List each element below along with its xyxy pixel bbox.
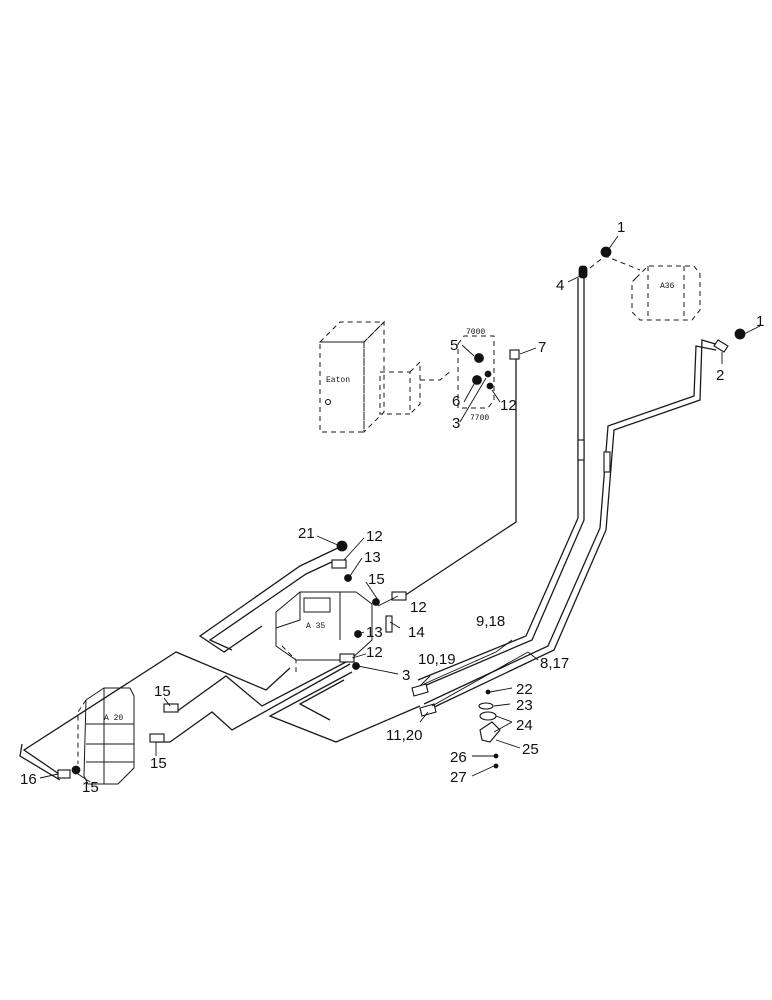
fitting-15-c bbox=[149, 733, 165, 743]
callout-23: 23 bbox=[516, 697, 533, 714]
callout-15: 15 bbox=[154, 683, 171, 700]
bracket-25 bbox=[479, 721, 501, 743]
callout-13: 13 bbox=[364, 549, 381, 566]
callout-11-20: 11,20 bbox=[386, 727, 422, 744]
fitting-15-d bbox=[71, 765, 81, 775]
callout-5: 5 bbox=[450, 337, 458, 354]
callout-22: 22 bbox=[516, 681, 533, 698]
callout-15: 15 bbox=[82, 779, 99, 796]
callout-21: 21 bbox=[298, 525, 315, 542]
valve-a35: A 35 bbox=[275, 591, 373, 672]
valve-a20-label: A 20 bbox=[104, 714, 123, 723]
eaton-label: Eaton bbox=[326, 376, 350, 385]
callout-12: 12 bbox=[366, 644, 383, 661]
leader-lines bbox=[39, 235, 761, 783]
fitting-2 bbox=[713, 339, 729, 353]
callout-13: 13 bbox=[366, 624, 383, 641]
port-7700-label: 7700 bbox=[470, 414, 489, 423]
screw-22 bbox=[485, 689, 491, 695]
callout-2: 2 bbox=[716, 367, 724, 384]
callout-6: 6 bbox=[452, 393, 460, 410]
fitting-7 bbox=[509, 349, 520, 360]
coupling-upper-left bbox=[577, 439, 585, 461]
fitting-5 bbox=[474, 353, 484, 363]
callout-1: 1 bbox=[756, 313, 764, 330]
clamp-24 bbox=[479, 711, 497, 721]
callout-15: 15 bbox=[150, 755, 167, 772]
callout-16: 16 bbox=[20, 771, 37, 788]
fitting-11-20 bbox=[419, 703, 437, 717]
fitting-4 bbox=[578, 265, 588, 279]
fitting-13-a bbox=[344, 574, 352, 582]
fitting-12-d bbox=[339, 653, 355, 663]
callout-27: 27 bbox=[450, 769, 467, 786]
valve-a20: A 20 bbox=[77, 687, 135, 785]
fitting-14 bbox=[385, 615, 393, 633]
callout-25: 25 bbox=[522, 741, 539, 758]
callout-4: 4 bbox=[556, 277, 564, 294]
port-7000-label: 7000 bbox=[466, 328, 485, 337]
callout-12: 12 bbox=[366, 528, 383, 545]
callout-8-17: 8,17 bbox=[540, 655, 569, 672]
nut-26 bbox=[493, 753, 499, 759]
callout-9-18: 9,18 bbox=[476, 613, 505, 630]
fittings bbox=[57, 246, 746, 779]
fitting-15-b bbox=[163, 703, 179, 713]
fitting-21 bbox=[336, 540, 348, 552]
fitting-12-b bbox=[331, 559, 347, 569]
callout-12: 12 bbox=[500, 397, 517, 414]
fitting-6 bbox=[472, 375, 482, 385]
callout-24: 24 bbox=[516, 717, 533, 734]
fitting-10-19 bbox=[411, 683, 429, 697]
callout-12: 12 bbox=[410, 599, 427, 616]
valve-a35-label: A 35 bbox=[306, 622, 325, 631]
washer-23 bbox=[478, 702, 494, 710]
fitting-16 bbox=[57, 769, 71, 779]
callout-26: 26 bbox=[450, 749, 467, 766]
callout-7: 7 bbox=[538, 339, 546, 356]
hydraulic-lines bbox=[19, 276, 723, 781]
valve-a36-label: A36 bbox=[660, 282, 675, 291]
valve-a36: A36 bbox=[631, 265, 701, 321]
callout-14: 14 bbox=[408, 624, 425, 641]
bolt-27 bbox=[493, 763, 499, 769]
a36-dashed-link bbox=[589, 255, 641, 271]
callout-10-19: 10,19 bbox=[418, 651, 456, 668]
fitting-15-a bbox=[372, 598, 380, 606]
eaton-pump: Eaton bbox=[318, 320, 453, 434]
callout-3: 3 bbox=[402, 667, 410, 684]
callout-15: 15 bbox=[368, 571, 385, 588]
fitting-3-top bbox=[484, 370, 492, 378]
callout-labels: 1 1 2 4 5 6 3 12 7 21 12 13 15 12 14 13 … bbox=[20, 219, 764, 796]
coupling-upper-right bbox=[603, 451, 611, 473]
callout-1: 1 bbox=[617, 219, 625, 236]
pump-port-block: 7000 7700 bbox=[457, 328, 495, 423]
callout-3: 3 bbox=[452, 415, 460, 432]
fitting-1b bbox=[734, 328, 746, 340]
fitting-12-top bbox=[486, 382, 494, 390]
fitting-12-c bbox=[391, 591, 407, 601]
